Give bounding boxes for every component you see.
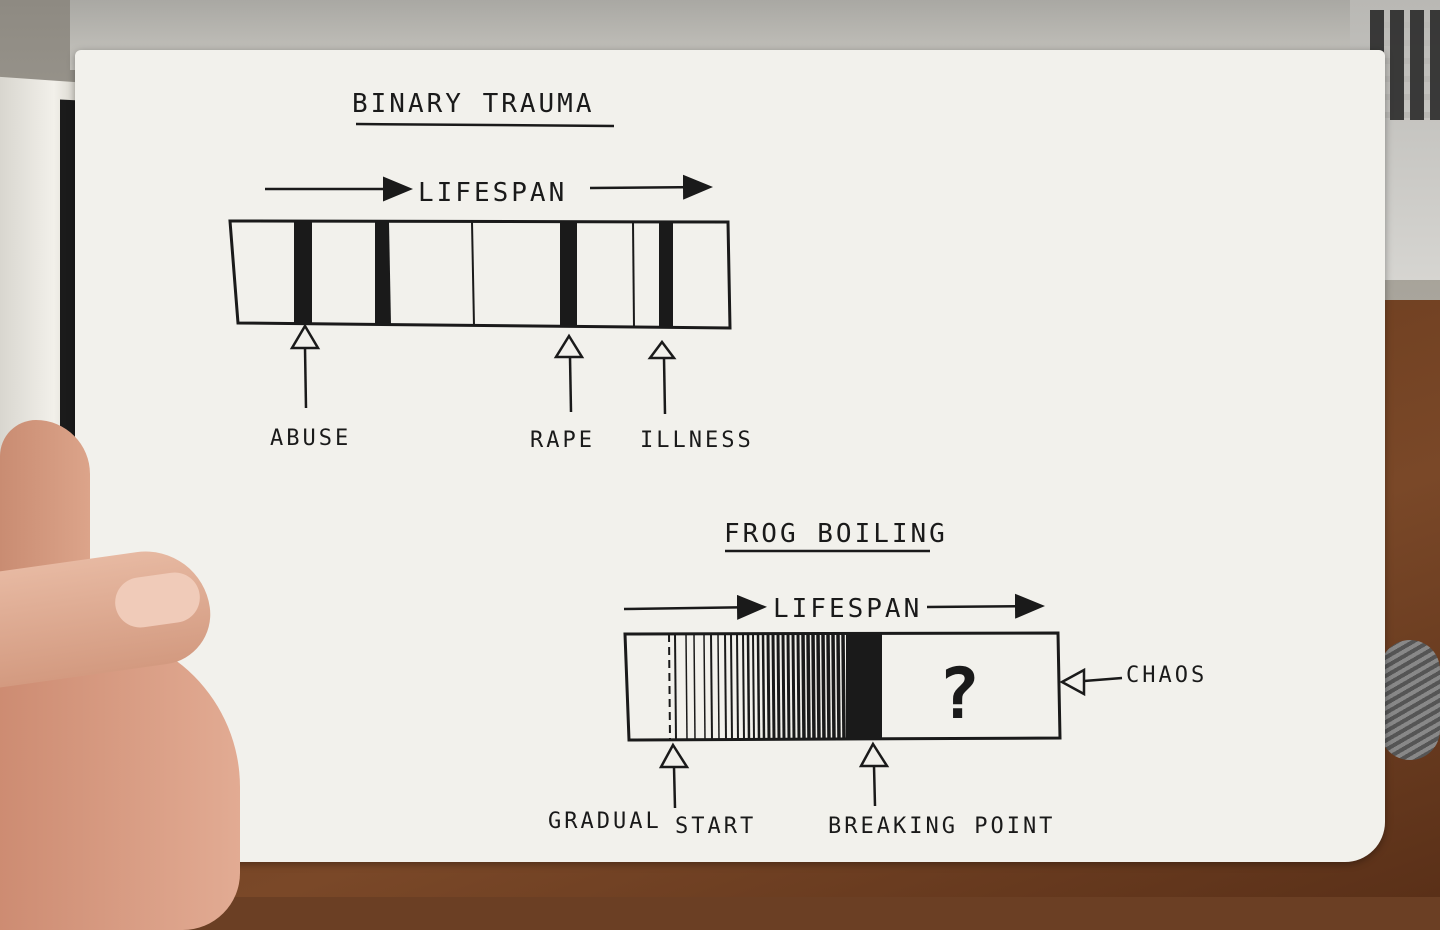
lifespan-arrow-right-2 xyxy=(926,593,1045,619)
abuse-label: ABUSE xyxy=(270,426,351,451)
notebook-page xyxy=(75,50,1385,862)
lifespan-arrow-left-2 xyxy=(623,594,767,620)
illness-label: ILLNESS xyxy=(640,428,754,453)
binary-trauma-title-underline xyxy=(355,122,615,128)
start-label: START xyxy=(675,814,756,839)
binary-trauma-timeline xyxy=(228,219,732,330)
gradual-label: GRADUAL xyxy=(548,809,662,834)
breaking-point-pointer xyxy=(858,741,890,807)
abuse-pointer xyxy=(289,323,321,409)
breaking-point-label: BREAKING POINT xyxy=(828,814,1055,839)
gradual-hatching xyxy=(685,633,846,741)
cable-coil xyxy=(1380,640,1440,760)
unknown-question-mark: ? xyxy=(938,653,983,735)
rape-label: RAPE xyxy=(530,428,595,453)
lifespan-arrow-right-1 xyxy=(589,174,713,200)
hand-drawn-sketch: BINARY TRAUMA LIFESPAN ABUSE RA xyxy=(228,89,1207,839)
abuse-event-bar xyxy=(294,222,312,324)
chaos-label: CHAOS xyxy=(1126,663,1207,688)
rape-pointer xyxy=(553,333,585,413)
frog-boiling-title: FROG BOILING xyxy=(724,519,948,549)
illness-event-bar xyxy=(659,222,673,327)
event-bar-unlabeled xyxy=(375,222,389,325)
lifespan-label-1: LIFESPAN xyxy=(418,178,567,208)
start-pointer xyxy=(658,742,690,809)
lifespan-label-2: LIFESPAN xyxy=(773,594,922,624)
chaos-pointer xyxy=(1059,667,1123,697)
illness-pointer xyxy=(647,339,677,415)
breaking-point-block xyxy=(846,634,882,740)
binary-trauma-title: BINARY TRAUMA xyxy=(352,89,595,119)
frog-boiling-timeline: ? xyxy=(623,631,1062,742)
rape-event-bar xyxy=(560,222,577,326)
